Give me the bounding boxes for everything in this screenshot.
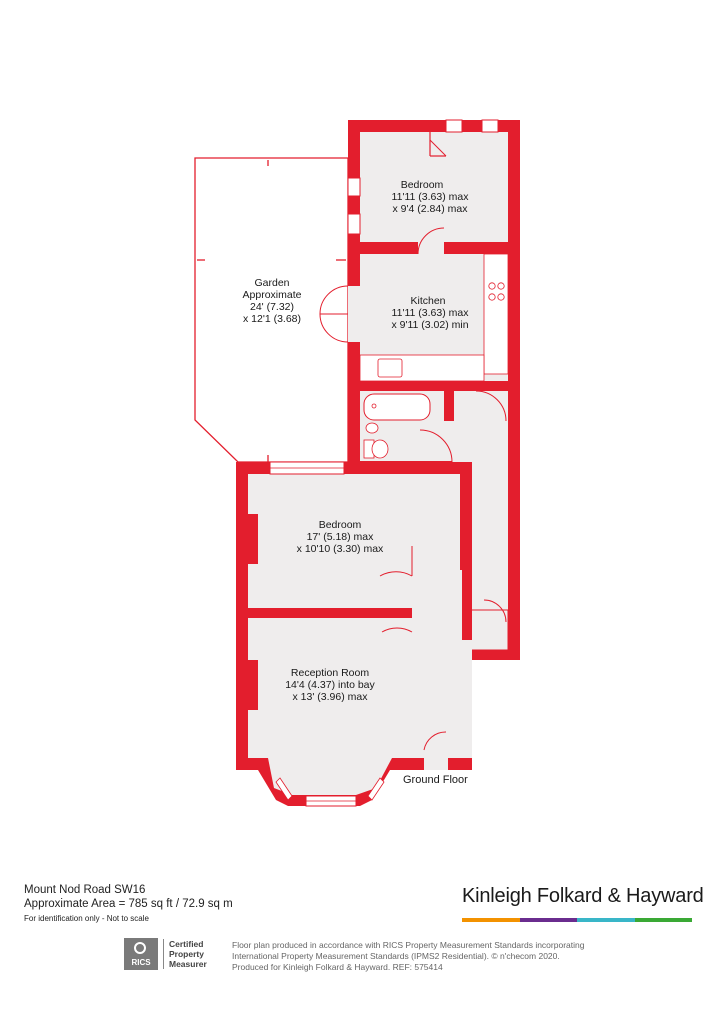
label-kitchen: Kitchen 11'11 (3.63) max x 9'11 (3.02) m… (391, 295, 469, 331)
svg-text:x 12'1 (3.68): x 12'1 (3.68) (243, 313, 301, 325)
svg-text:11'11 (3.63) max: 11'11 (3.63) max (392, 307, 470, 319)
svg-text:Kitchen: Kitchen (410, 295, 445, 307)
property-address: Mount Nod Road SW16 (24, 884, 146, 896)
agent-brand-name: Kinleigh Folkard & Hayward (462, 885, 704, 907)
reception-floor (248, 618, 412, 758)
brand-bar-green (634, 918, 692, 922)
brand-color-bar (462, 918, 692, 922)
label-reception: Reception Room 14'4 (4.37) into bay x 13… (285, 667, 375, 703)
svg-text:x 13' (3.96) max: x 13' (3.96) max (293, 691, 369, 703)
svg-text:Approximate: Approximate (243, 289, 302, 301)
rics-logo: RICS Certified Property Measurer (124, 938, 226, 970)
svg-text:11'11 (3.63) max: 11'11 (3.63) max (392, 191, 470, 203)
lower-wing (236, 461, 472, 807)
approximate-area: Approximate Area = 785 sq ft / 72.9 sq m (24, 898, 233, 910)
measurement-statement: Floor plan produced in accordance with R… (232, 940, 585, 972)
rics-badge-icon: RICS (124, 938, 158, 970)
rics-certification: Certified Property Measurer (163, 939, 207, 969)
svg-text:Bedroom: Bedroom (401, 179, 444, 191)
rics-badge-text: RICS (131, 958, 151, 967)
disclaimer: For identification only - Not to scale (24, 914, 149, 923)
brand-bar-purple (519, 918, 577, 922)
svg-text:24' (7.32): 24' (7.32) (250, 301, 294, 313)
svg-text:14'4 (4.37) into bay: 14'4 (4.37) into bay (285, 679, 375, 691)
svg-text:Bedroom: Bedroom (319, 519, 362, 531)
svg-text:x 9'11 (3.02) min: x 9'11 (3.02) min (391, 319, 468, 331)
svg-text:Garden: Garden (254, 277, 289, 289)
svg-text:x 9'4 (2.84) max: x 9'4 (2.84) max (393, 203, 469, 215)
label-bedroom-mid: Bedroom 17' (5.18) max x 10'10 (3.30) ma… (297, 519, 384, 555)
svg-text:17' (5.18) max: 17' (5.18) max (307, 531, 375, 543)
svg-text:Reception Room: Reception Room (291, 667, 369, 679)
brand-bar-teal (577, 918, 635, 922)
bedroom-top-floor (360, 132, 508, 242)
svg-text:x 10'10 (3.30) max: x 10'10 (3.30) max (297, 543, 384, 555)
brand-bar-orange (462, 918, 520, 922)
floor-plan: Bedroom 11'11 (3.63) max x 9'4 (2.84) ma… (194, 119, 520, 807)
label-bedroom-top: Bedroom 11'11 (3.63) max x 9'4 (2.84) ma… (392, 179, 470, 215)
floor-label: Ground Floor (403, 774, 468, 786)
label-garden: Garden Approximate 24' (7.32) x 12'1 (3.… (243, 277, 302, 325)
